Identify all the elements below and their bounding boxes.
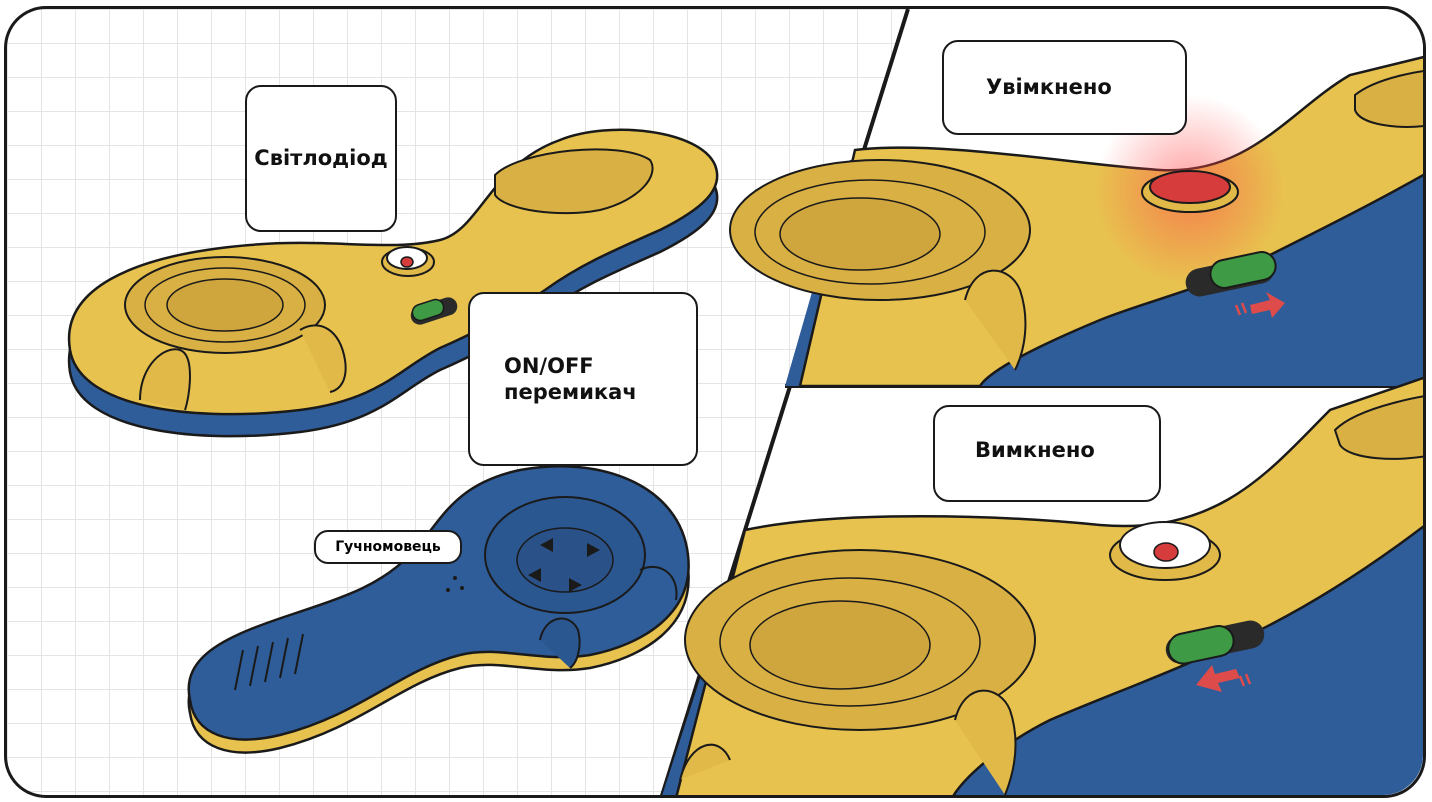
led-callout: Світлодіод	[245, 85, 397, 232]
speaker-label: Гучномовець	[335, 539, 441, 555]
switch-label-line2: перемикач	[504, 379, 637, 405]
speaker-callout: Гучномовець	[314, 530, 462, 564]
switch-callout: ON/OFF перемикач	[468, 292, 698, 466]
off-callout: Вимкнено	[933, 405, 1161, 502]
device-back-view	[189, 466, 689, 752]
led-icon	[382, 247, 434, 276]
on-callout: Увімкнено	[942, 40, 1187, 135]
switch-label-line1: ON/OFF	[504, 353, 637, 379]
off-label: Вимкнено	[975, 437, 1095, 463]
led-label: Світлодіод	[254, 145, 387, 171]
on-label: Увімкнено	[986, 74, 1112, 100]
